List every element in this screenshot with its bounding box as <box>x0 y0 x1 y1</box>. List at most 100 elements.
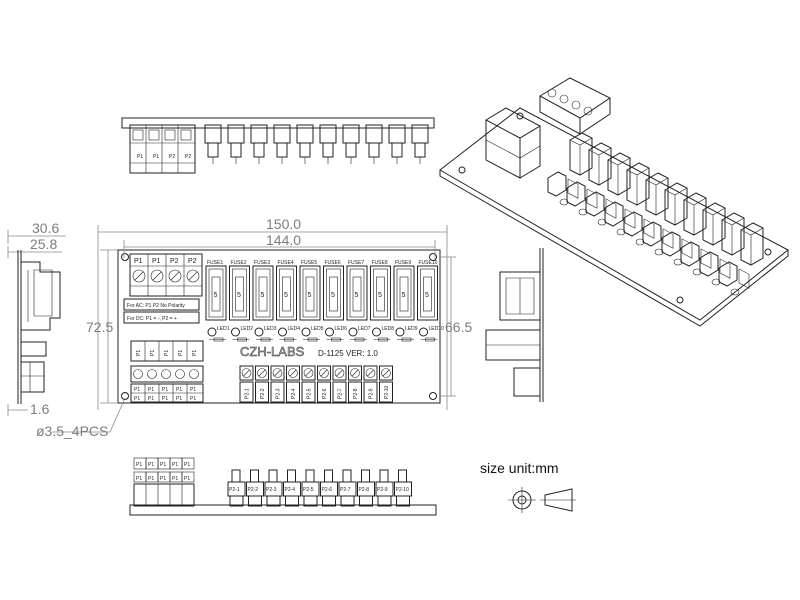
led-label: LED9 <box>405 326 418 332</box>
input-label-p2b: P2 <box>188 258 197 265</box>
output-terminal: P2-10 <box>379 365 393 403</box>
bottom-p-label: P1 <box>160 476 166 482</box>
pcb-outline <box>117 249 441 404</box>
bottom-p-label: P1 <box>136 462 142 468</box>
dim-height-right: 66.5 <box>445 319 472 335</box>
led-indicator: LED1 <box>207 326 230 342</box>
fuse-label: FUSE6 <box>325 260 341 266</box>
dimension-lines-front <box>52 225 456 433</box>
bottom-output-terminal: P2-6 <box>320 469 338 507</box>
output-terminal: P2-8 <box>348 365 362 403</box>
fuse-holder: FUSE5 5 <box>299 260 321 321</box>
fuse-value: 5 <box>425 292 429 299</box>
output-label: P2-8 <box>353 388 359 399</box>
top-profile-label-p2b: P2 <box>185 154 191 160</box>
output-terminal: P2-4 <box>286 365 300 403</box>
mounting-hole <box>121 392 129 400</box>
dim-depth-inner: 25.8 <box>30 236 57 252</box>
size-unit-label: size unit:mm <box>480 460 559 476</box>
dim-depth-outer: 30.6 <box>32 220 59 236</box>
size-unit-legend: size unit:mm <box>480 460 576 513</box>
led-label: LED3 <box>264 326 277 332</box>
input-label-p1a: P1 <box>134 258 143 265</box>
led-label: LED2 <box>241 326 254 332</box>
note-dc-box <box>123 311 200 324</box>
bottom-output-label: P2-10 <box>396 487 410 493</box>
fuse-label: FUSE10 <box>419 260 438 266</box>
fuse-value: 5 <box>308 292 312 299</box>
fuse-row: FUSE15FUSE25FUSE35FUSE45FUSE55FUSE65FUSE… <box>205 260 438 321</box>
bottom-p-label: P1 <box>136 476 142 482</box>
p1-bus-label: P1 <box>134 387 140 393</box>
bottom-p-label: P1 <box>184 462 190 468</box>
p1-bus-label: P1 <box>162 396 168 402</box>
bottom-p-label: P1 <box>172 462 178 468</box>
fuse-label: FUSE5 <box>301 260 317 266</box>
bottom-output-label: P2-8 <box>359 487 370 493</box>
board-model: D-1125 VER: 1.0 <box>318 349 378 358</box>
fuse-value: 5 <box>402 292 406 299</box>
output-terminal: P2-3 <box>270 365 285 403</box>
fuse-value: 5 <box>284 292 288 299</box>
led-indicator: LED10 <box>419 326 444 342</box>
led-label: LED8 <box>382 326 395 332</box>
output-label: P2-4 <box>291 388 297 399</box>
input-terminal-block <box>129 253 203 297</box>
left-side-view <box>7 230 66 416</box>
led-label: LED5 <box>311 326 324 332</box>
fuse-value: 5 <box>355 292 359 299</box>
p1-bus-label: P1 <box>148 387 154 393</box>
output-label: P2-7 <box>338 388 344 399</box>
mounting-hole <box>429 253 437 261</box>
brand-name: CZH-LABS <box>240 344 305 359</box>
led-label: LED7 <box>358 326 371 332</box>
bottom-output-terminal: P2-5 <box>301 469 320 507</box>
output-terminal: P2-6 <box>317 365 331 403</box>
fuse-holder: FUSE10 5 <box>417 260 438 321</box>
dim-width-inner: 144.0 <box>266 232 301 248</box>
fuse-label: FUSE8 <box>372 260 388 266</box>
led-indicator: LED4 <box>278 326 301 342</box>
output-label: P2-1 <box>245 388 251 399</box>
output-label: P2-6 <box>322 388 328 399</box>
bottom-output-terminal: P2-4 <box>283 469 301 507</box>
front-view: P1 P1 P2 P2 For AC: P1 P2 No Polarity Fo… <box>117 249 444 404</box>
fuse-value: 5 <box>331 292 335 299</box>
fuse-label: FUSE4 <box>278 260 294 266</box>
top-profile-terminal-block <box>129 124 196 174</box>
bottom-output-label: P2-9 <box>377 487 388 493</box>
led-indicator: LED5 <box>301 326 324 342</box>
bottom-output-terminal: P2-10 <box>394 469 412 507</box>
bottom-view-board <box>129 504 437 516</box>
input-label-p1b: P1 <box>152 258 161 265</box>
bottom-output-terminal: P2-2 <box>246 469 264 507</box>
top-profile-view: P1 P1 P2 P2 <box>121 117 435 174</box>
dim-width-outer: 150.0 <box>266 216 301 232</box>
output-terminal: P2-2 <box>255 365 269 403</box>
right-side-view <box>485 248 544 402</box>
output-terminal: P2-9 <box>363 365 378 403</box>
bottom-output-label: P2-1 <box>229 487 240 493</box>
dim-height-left: 72.5 <box>86 319 113 335</box>
led-label: LED4 <box>288 326 301 332</box>
p1-bus-label: P1 <box>134 396 140 402</box>
bottom-output-terminal: P2-8 <box>357 469 375 507</box>
p1-bus-label: P1 <box>164 350 170 356</box>
output-label: P2-5 <box>307 388 313 399</box>
bottom-p-label: P1 <box>148 476 154 482</box>
p1-bus-label: P1 <box>148 396 154 402</box>
led-indicator: LED3 <box>254 326 277 342</box>
output-terminal: P2-5 <box>301 365 316 403</box>
note-ac-box <box>123 298 200 311</box>
top-profile-board <box>121 117 435 129</box>
p1-bus-terminals <box>130 340 204 403</box>
